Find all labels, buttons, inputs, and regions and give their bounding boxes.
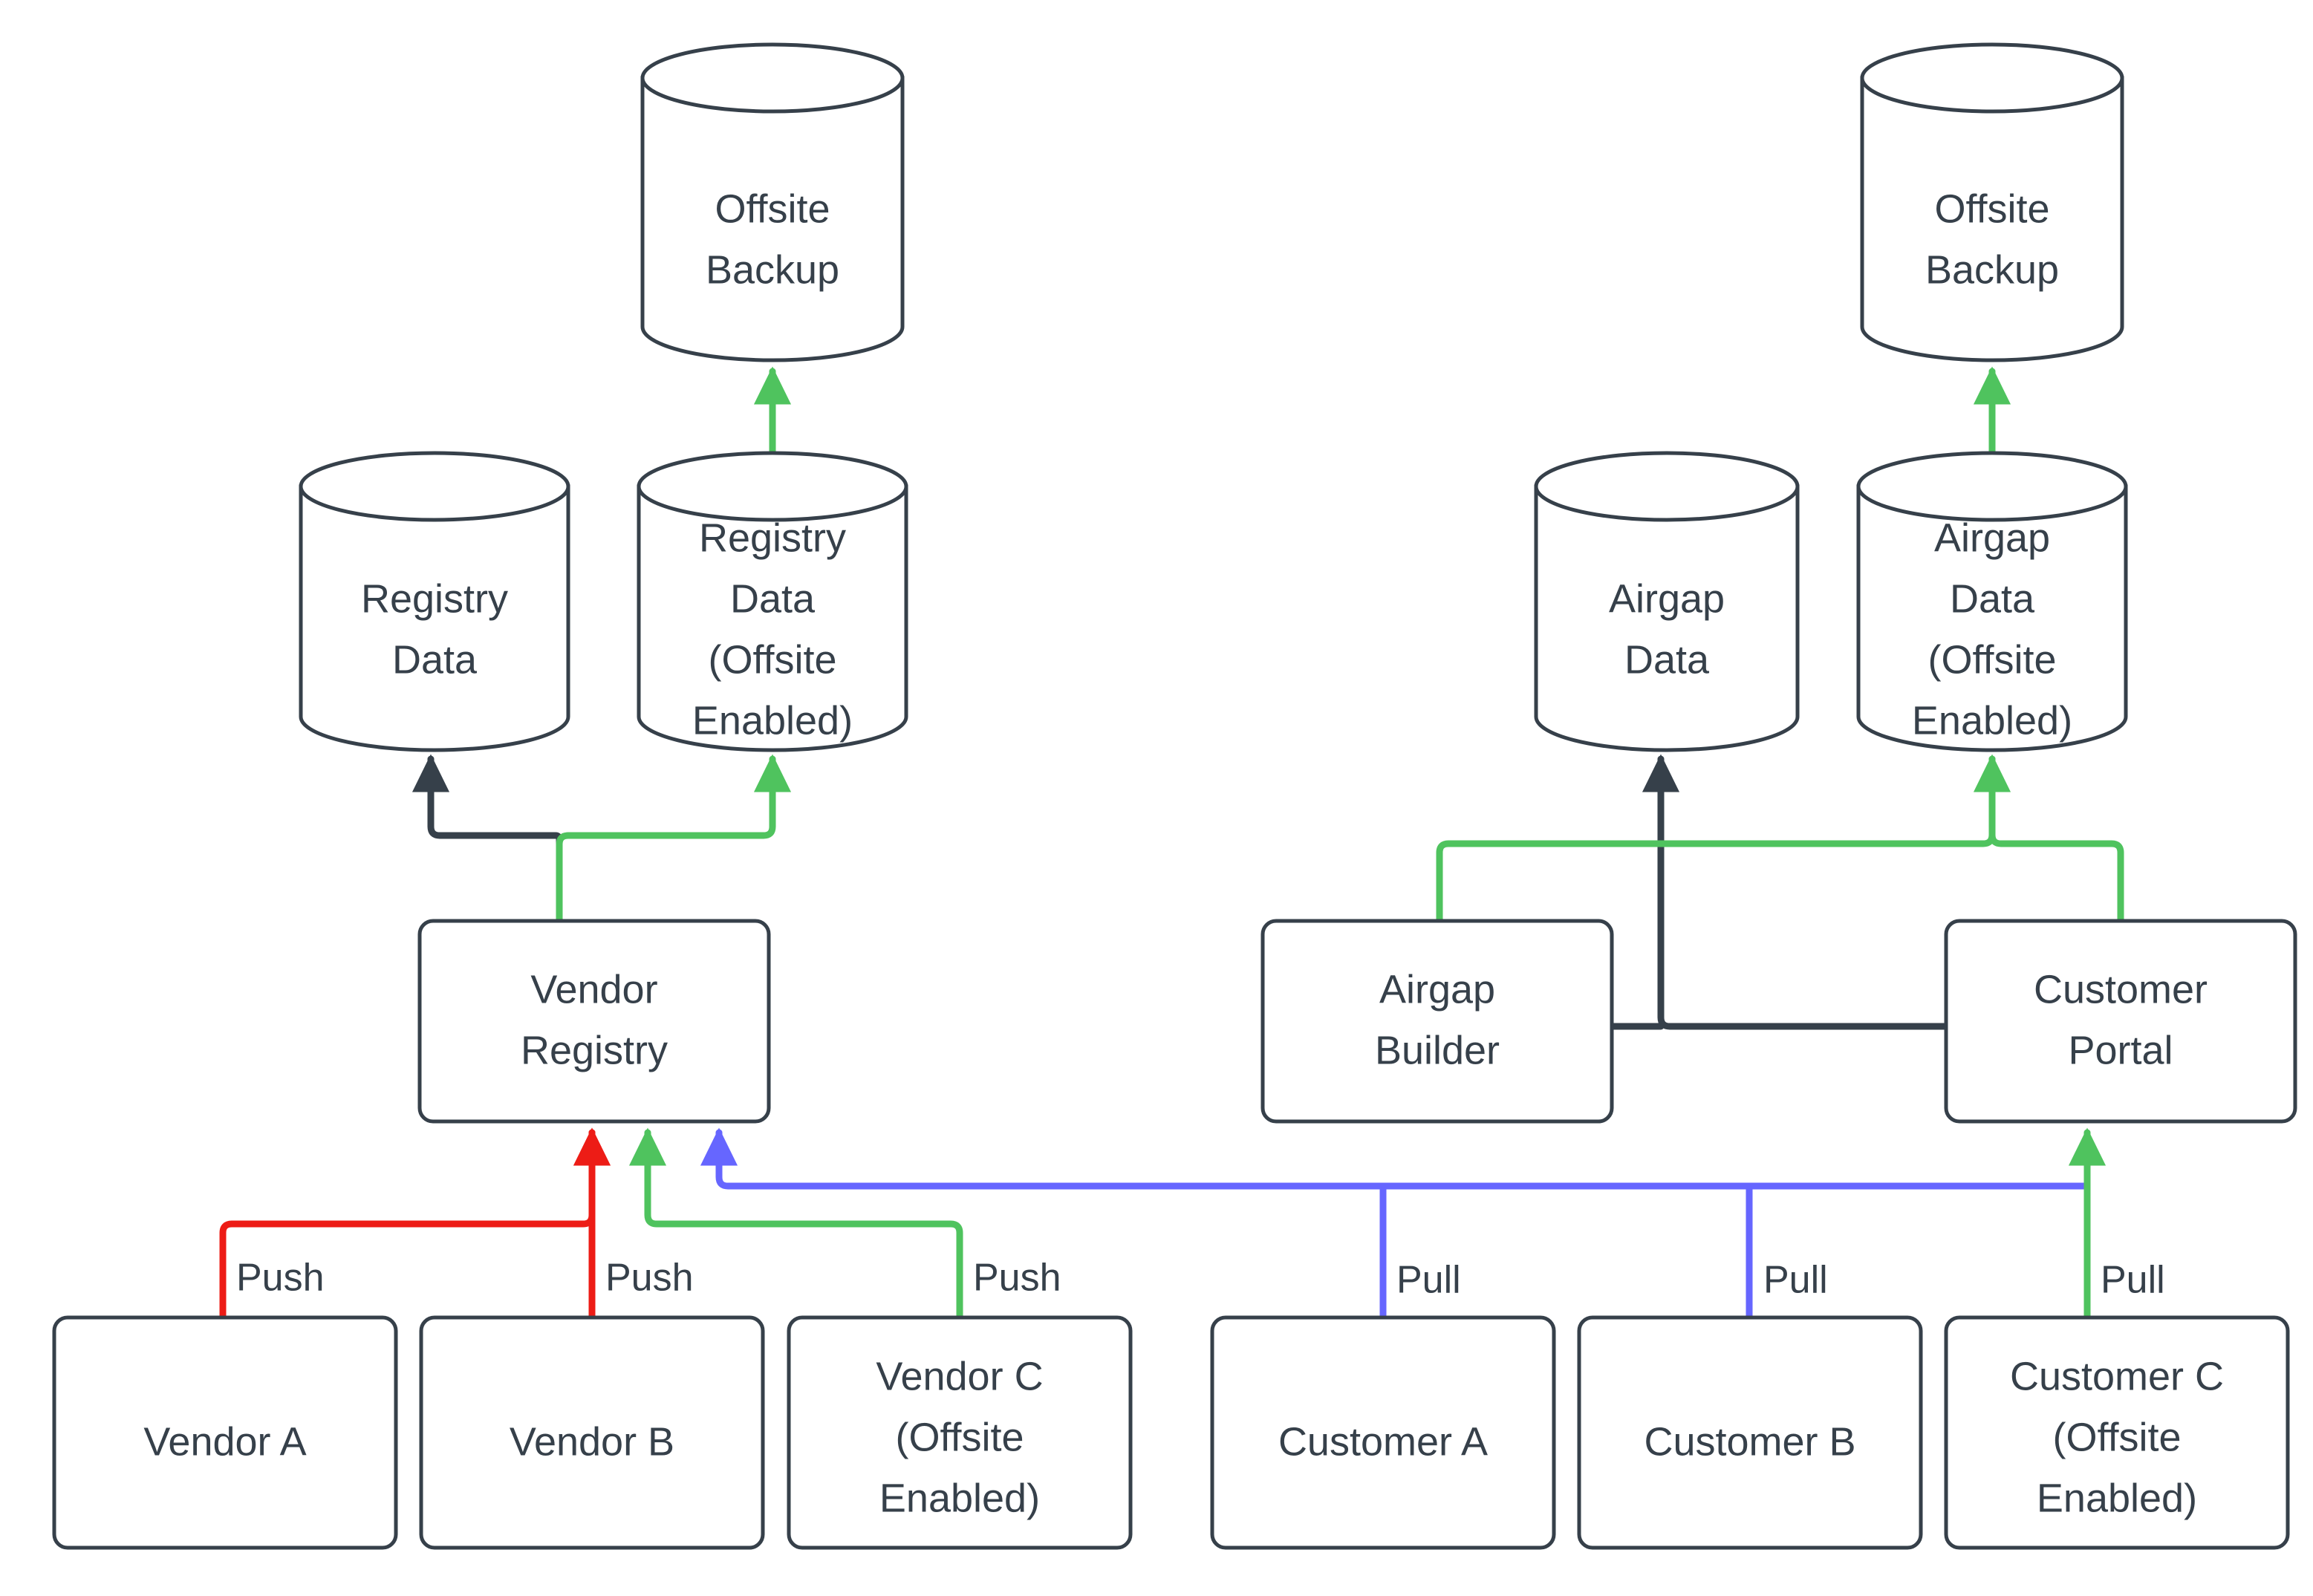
edge-customer-a-pull [1379, 1182, 2091, 1321]
node-label: Registry [699, 515, 846, 560]
node-customer-a[interactable]: Customer A [1210, 1315, 1556, 1550]
node-label: Vendor B [510, 1419, 674, 1464]
node-label: Backup [706, 247, 839, 292]
node-vendor-a[interactable]: Vendor A [52, 1315, 398, 1550]
node-customer-c[interactable]: Customer C (Offsite Enabled) [1944, 1315, 2290, 1550]
node-label: Builder [1375, 1028, 1500, 1072]
edge-vendor-c-push [628, 1127, 963, 1321]
node-label: Vendor [530, 967, 657, 1012]
edge-airgap-builder-to-airgap-offsite [1436, 754, 2011, 925]
node-airgap-data-offsite[interactable]: Airgap Data (Offsite Enabled) [1856, 451, 2128, 752]
edge-label-customer-b-pull: Pull [1763, 1259, 1828, 1302]
node-label: Airgap [1379, 967, 1495, 1012]
edge-label-customer-c-pull: Pull [2101, 1259, 2165, 1302]
node-registry-data-offsite[interactable]: Registry Data (Offsite Enabled) [637, 451, 908, 752]
node-label: Enabled) [1912, 698, 2072, 743]
node-vendor-c[interactable]: Vendor C (Offsite Enabled) [787, 1315, 1133, 1550]
node-label: (Offsite [1928, 637, 2056, 682]
node-label: Airgap [1934, 515, 2050, 560]
node-label: Customer A [1278, 1419, 1488, 1464]
node-label: Data [1624, 637, 1710, 682]
edge-label-customer-a-pull: Pull [1396, 1259, 1461, 1302]
edge-vendor-registry-to-registry-data-offsite [556, 754, 792, 925]
node-label: Customer [2034, 967, 2208, 1012]
node-label: Enabled) [692, 698, 853, 743]
node-airgap-data[interactable]: Airgap Data [1534, 451, 1800, 752]
node-airgap-builder[interactable]: Airgap Builder [1260, 919, 1614, 1124]
node-label: (Offsite [2052, 1415, 2181, 1459]
node-label: Enabled) [879, 1476, 1040, 1520]
node-label: Portal [2068, 1028, 2173, 1072]
node-vendor-registry[interactable]: Vendor Registry [417, 919, 771, 1124]
node-label: Registry [521, 1028, 668, 1072]
edge-label-vendor-c-push: Push [973, 1257, 1061, 1300]
node-customer-portal[interactable]: Customer Portal [1944, 919, 2297, 1124]
node-offsite-backup-right[interactable]: Offsite Backup [1860, 42, 2124, 362]
node-label: Enabled) [2037, 1476, 2197, 1520]
edge-customer-portal-to-airgap-offsite [1988, 755, 2124, 925]
edge-pull-bus-to-vendor-registry [700, 1127, 2091, 1190]
node-label: Data [730, 576, 816, 621]
node-label: Data [1950, 576, 2035, 621]
node-offsite-backup-left[interactable]: Offsite Backup [640, 42, 905, 362]
node-label: Backup [1925, 247, 2059, 292]
node-customer-b[interactable]: Customer B [1577, 1315, 1923, 1550]
node-label: (Offsite [708, 637, 836, 682]
node-registry-data[interactable]: Registry Data [299, 451, 570, 752]
edge-customer-portal-to-airgap-data [1642, 754, 1950, 1030]
node-label: Registry [361, 576, 508, 621]
node-vendor-b[interactable]: Vendor B [419, 1315, 765, 1550]
node-label: Airgap [1609, 576, 1725, 621]
edge-label-vendor-a-push: Push [236, 1257, 325, 1300]
node-label: Vendor C [876, 1354, 1043, 1398]
edge-label-vendor-b-push: Push [605, 1257, 694, 1300]
node-label: Vendor A [143, 1419, 306, 1464]
node-label: Offsite [715, 186, 830, 231]
node-label: (Offsite [895, 1415, 1024, 1459]
node-label: Data [392, 637, 478, 682]
node-label: Customer C [2010, 1354, 2224, 1398]
node-label: Customer B [1644, 1419, 1855, 1464]
edge-vendor-registry-to-registry-data [411, 754, 563, 925]
node-label: Offsite [1934, 186, 2049, 231]
